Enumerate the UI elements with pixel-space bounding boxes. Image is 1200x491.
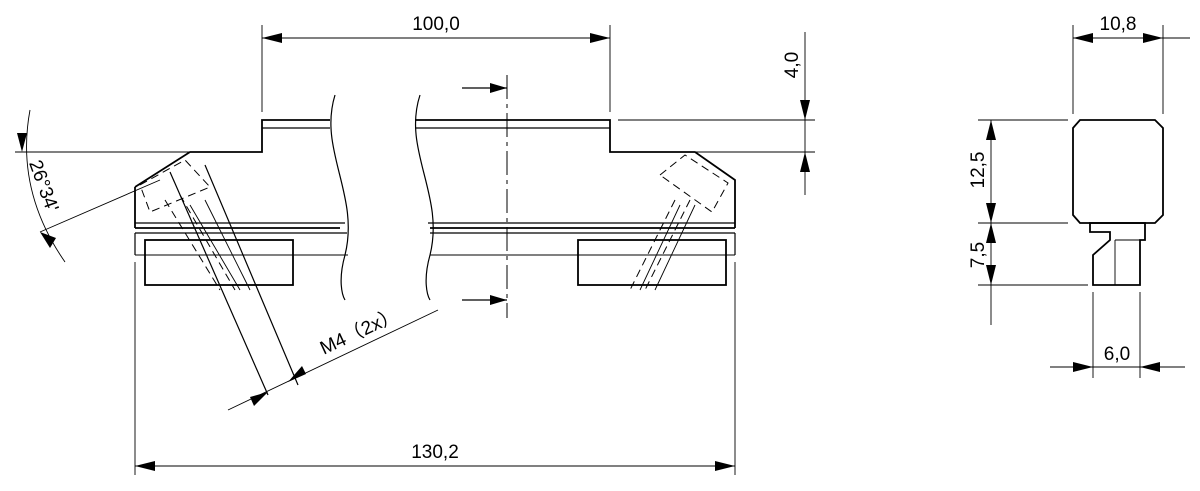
break-line-left [330,94,349,301]
dim-step-height: 4,0 [618,32,815,195]
dim-width-top-label: 100,0 [412,14,460,35]
break-line-right [415,94,434,301]
block-left [144,239,294,286]
dim-thread-label: M4（2x） [317,304,403,360]
dim-width-top: 100,0 [261,14,611,112]
screw-left [139,159,299,396]
dim-width-tongue-label: 6,0 [1104,344,1130,365]
side-tongue [1089,222,1146,286]
front-view [134,75,736,396]
dim-overall-length: 130,2 [134,262,736,475]
dim-height-tongue-label: 7,5 [968,242,989,268]
body-left-edge [134,187,340,229]
body-left-top [134,119,330,188]
dim-width-tongue: 6,0 [1050,292,1185,378]
dim-heights: 12,5 7,5 [968,119,1088,325]
screw-right [629,154,729,291]
dim-overall-length-label: 130,2 [411,442,459,463]
dim-height-body-label: 12,5 [968,152,989,189]
dim-width-side: 10,8 [1072,14,1190,114]
dim-width-side-label: 10,8 [1100,14,1137,35]
side-view [1072,119,1164,286]
dim-angle-label: 26°34' [24,157,62,214]
side-body [1072,119,1164,224]
dim-step-height-label: 4,0 [782,52,803,78]
dim-thread: M4（2x） [227,304,439,411]
body-right-top [415,119,736,228]
block-right [577,239,727,286]
